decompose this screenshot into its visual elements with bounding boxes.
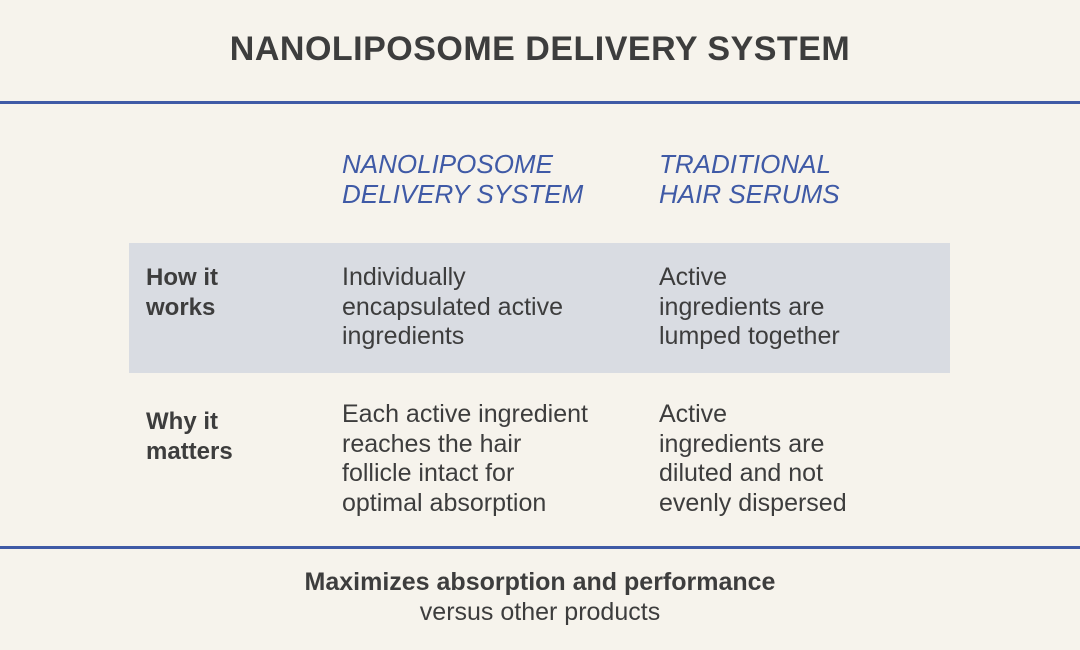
cell-line: optimal absorption <box>342 488 547 517</box>
top-divider <box>0 101 1080 104</box>
column-header-traditional-line2: HAIR SERUMS <box>659 179 840 209</box>
row-label-how-line2: works <box>146 294 216 321</box>
footer-subline: versus other products <box>419 598 661 626</box>
cell-line: follicle intact for <box>342 459 515 487</box>
cell-line: ingredients are <box>659 429 825 458</box>
cell-line: Active <box>659 400 728 428</box>
column-header-nanoliposome: NANOLIPOSOME DELIVERY SYSTEM <box>342 149 632 209</box>
cell-how-nanoliposome: Individually encapsulated active ingredi… <box>342 263 632 352</box>
page-title: NANOLIPOSOME DELIVERY SYSTEM <box>229 30 851 68</box>
cell-why-nanoliposome: Each active ingredient reaches the hair … <box>342 400 632 518</box>
row-label-why-line2: matters <box>146 438 233 465</box>
cell-line: evenly dispersed <box>659 488 847 517</box>
column-header-traditional-line1: TRADITIONAL <box>659 149 831 179</box>
cell-line: ingredients are <box>659 292 825 321</box>
cell-line: Active <box>659 263 728 291</box>
cell-line: reaches the hair <box>342 429 522 458</box>
cell-why-traditional: Active ingredients are diluted and not e… <box>659 400 899 518</box>
footer-headline: Maximizes absorption and performance <box>304 568 776 596</box>
column-header-nanoliposome-line2: DELIVERY SYSTEM <box>342 179 584 209</box>
bottom-divider <box>0 546 1080 549</box>
row-label-how-line1: How it <box>146 264 218 291</box>
cell-how-traditional: Active ingredients are lumped together <box>659 263 899 352</box>
row-label-how-it-works: How it works <box>146 263 296 323</box>
cell-line: encapsulated active <box>342 292 563 321</box>
cell-line: diluted and not <box>659 459 824 487</box>
cell-line: ingredients <box>342 322 465 350</box>
cell-line: lumped together <box>659 322 840 350</box>
column-header-traditional: TRADITIONAL HAIR SERUMS <box>659 149 949 209</box>
cell-line: Each active ingredient <box>342 400 588 428</box>
column-header-nanoliposome-line1: NANOLIPOSOME <box>342 149 553 179</box>
row-label-why-it-matters: Why it matters <box>146 407 296 467</box>
row-label-why-line1: Why it <box>146 408 218 435</box>
cell-line: Individually <box>342 263 466 291</box>
row-highlight-how-it-works <box>129 243 950 373</box>
